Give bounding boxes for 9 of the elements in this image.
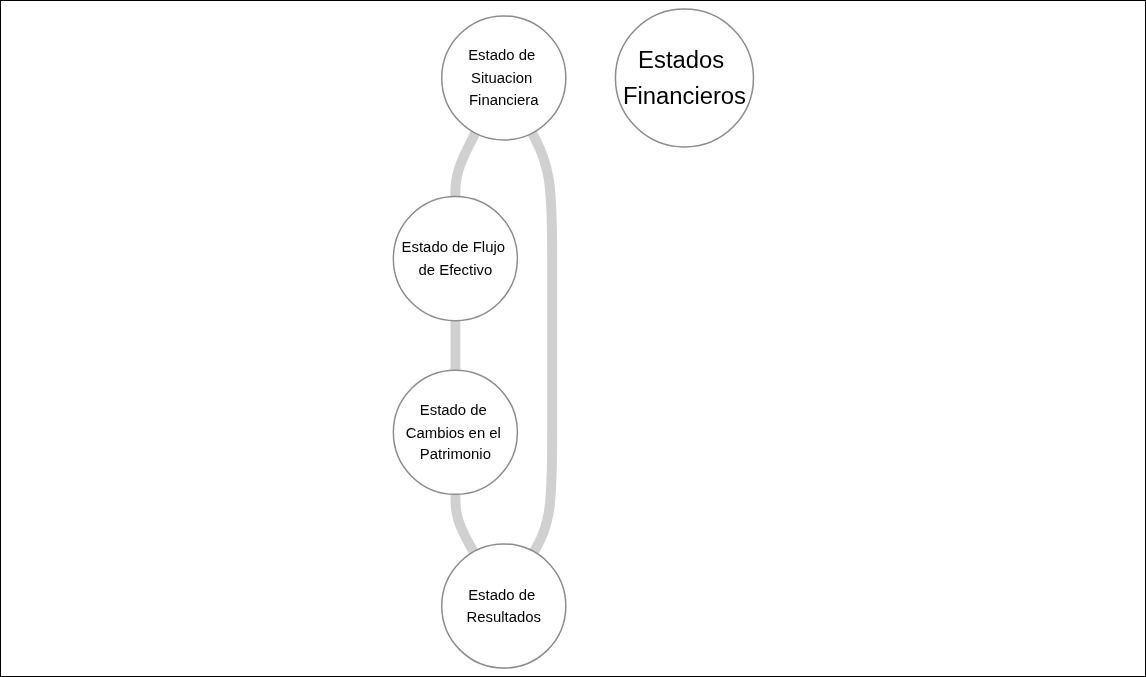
connector <box>450 319 460 372</box>
connector <box>527 130 557 555</box>
node-circle: Estado de Situacion Financiera <box>440 15 567 141</box>
node-circle: Estado de Flujo de Efectivo <box>392 195 518 322</box>
node-circle: Estados Financieros <box>614 8 754 148</box>
connector <box>450 130 480 198</box>
connector <box>450 493 478 555</box>
node-circle: Estado de Resultados <box>440 543 567 669</box>
node-circle: Estado de Cambios en el Patrimonio <box>392 369 518 496</box>
